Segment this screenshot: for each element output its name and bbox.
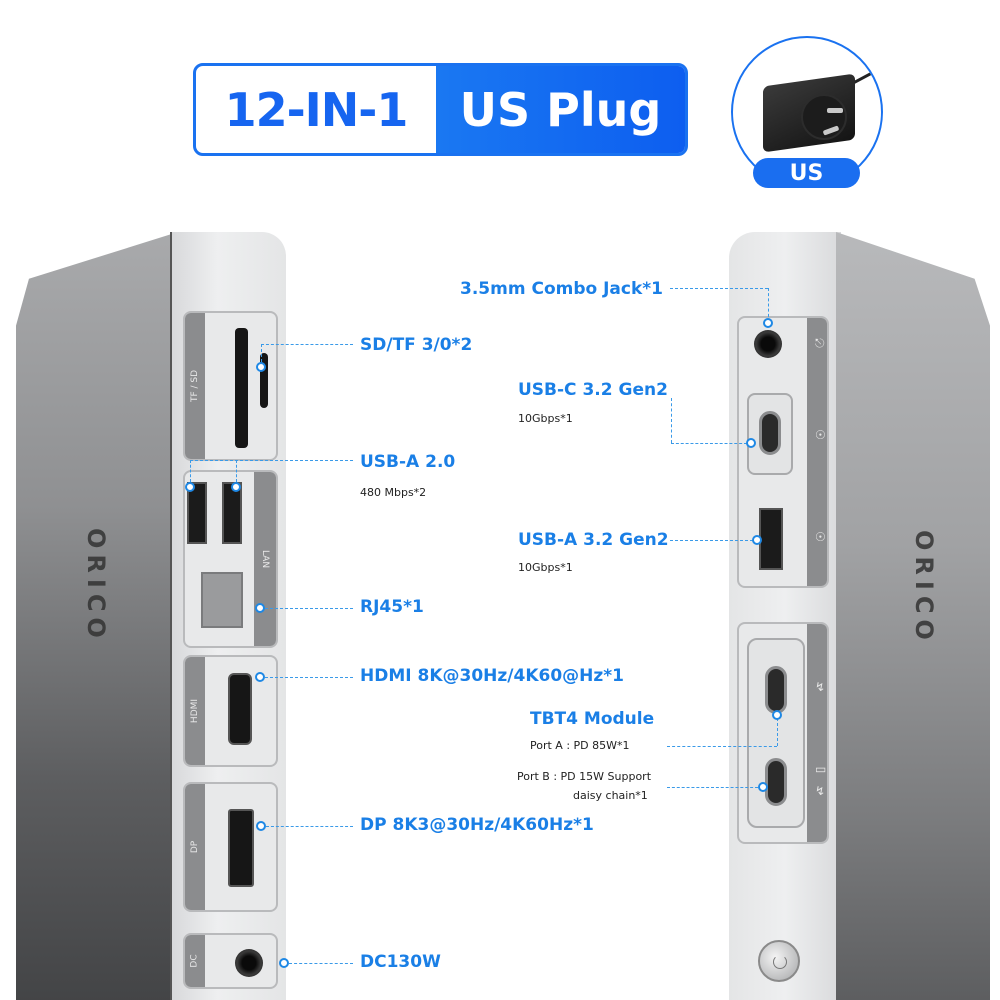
hdmi-label: HDMI 8K@30Hz/4K60@Hz*1 xyxy=(360,666,624,686)
callout-dot xyxy=(231,482,241,492)
callout-dot xyxy=(752,535,762,545)
callout-line xyxy=(261,344,262,362)
headset-icon: ⎋ xyxy=(815,336,825,350)
callout-line xyxy=(190,460,191,482)
usb-a-2-label: USB-A 2.0 xyxy=(360,452,456,472)
callout-dot xyxy=(758,782,768,792)
tbt4-module-label: TBT4 Module xyxy=(530,709,655,729)
dc-label: DC130W xyxy=(360,952,441,972)
usb-a-2-speed: 480 Mbps*2 xyxy=(360,486,427,499)
header-badge: 12-IN-1 US Plug xyxy=(193,63,688,156)
tf-slot xyxy=(260,353,268,408)
callout-dot xyxy=(185,482,195,492)
usb-a-2-port-1 xyxy=(187,482,207,544)
usb-c-3-2-label: USB-C 3.2 Gen2 xyxy=(518,380,668,400)
tbt4-port-a-label: Port A : PD 85W*1 xyxy=(530,739,630,752)
usb-c-3-2-port xyxy=(759,411,781,455)
rj45-label: RJ45*1 xyxy=(360,597,424,617)
combo-jack-label: 3.5mm Combo Jack*1 xyxy=(460,279,663,299)
power-button xyxy=(758,940,800,982)
adapter-prong xyxy=(827,108,843,113)
sd-tf-label: SD/TF 3/0*2 xyxy=(360,335,473,355)
callout-line xyxy=(671,443,747,444)
callout-line xyxy=(670,288,768,289)
callout-line xyxy=(265,608,353,609)
dc-panel-label: DC xyxy=(190,954,200,968)
sd-card-panel: TF / SD xyxy=(183,311,278,461)
badge-plug-type: US Plug xyxy=(436,66,685,153)
usb-a-3-2-port xyxy=(759,508,783,570)
sd-panel-label: TF / SD xyxy=(190,369,201,403)
tbt4-recess xyxy=(747,638,805,828)
dp-panel: DP xyxy=(183,782,278,912)
callout-line xyxy=(777,718,778,746)
dc-panel: DC xyxy=(183,933,278,989)
callout-dot xyxy=(772,710,782,720)
tbt4-port-b xyxy=(765,758,787,806)
displayport-port xyxy=(228,809,254,887)
callout-line xyxy=(671,398,672,443)
hdmi-port xyxy=(228,673,252,745)
callout-dot xyxy=(256,821,266,831)
usb-a-2-port-2 xyxy=(222,482,242,544)
sd-slot xyxy=(235,328,248,448)
tbt4-port-a xyxy=(765,666,787,714)
usb-a-3-2-label: USB-A 3.2 Gen2 xyxy=(518,530,669,550)
tbt4-port-b-label-line1: Port B : PD 15W Support xyxy=(517,770,652,783)
orico-logo-left: ORICO xyxy=(82,528,110,644)
display-icon: ▭ xyxy=(815,762,827,776)
callout-line xyxy=(266,826,353,827)
callout-line xyxy=(667,746,777,747)
callout-line xyxy=(190,460,353,461)
callout-line xyxy=(289,963,353,964)
usb-c-3-2-speed: 10Gbps*1 xyxy=(518,412,573,425)
callout-line xyxy=(261,344,353,345)
hdmi-panel-label: HDMI xyxy=(190,698,200,724)
dc-jack xyxy=(235,949,263,977)
hdmi-panel: HDMI xyxy=(183,655,278,767)
usb-10gbps-icon: ☉ xyxy=(815,428,826,442)
thunderbolt-icon: ↯ xyxy=(815,680,826,694)
callout-dot xyxy=(256,362,266,372)
audio-usb-panel: ⎋ ☉ ☉ xyxy=(737,316,829,588)
audio-jack xyxy=(754,330,782,358)
callout-line xyxy=(670,540,753,541)
thunderbolt-icon: ↯ xyxy=(815,784,826,798)
lan-panel-label: LAN xyxy=(260,549,270,569)
orico-logo-right: ORICO xyxy=(910,530,938,646)
usb-c-recess xyxy=(747,393,793,475)
callout-dot xyxy=(279,958,289,968)
callout-line xyxy=(265,677,353,678)
tbt4-module-panel: ↯ ▭ ↯ xyxy=(737,622,829,844)
dp-label: DP 8K3@30Hz/4K60Hz*1 xyxy=(360,815,594,835)
adapter-cable xyxy=(852,62,881,85)
usb-lan-panel: LAN xyxy=(183,470,278,648)
callout-dot xyxy=(746,438,756,448)
callout-line xyxy=(667,787,758,788)
callout-dot xyxy=(255,603,265,613)
dp-panel-label: DP xyxy=(189,840,200,854)
usb-a-3-2-speed: 10Gbps*1 xyxy=(518,561,573,574)
callout-line xyxy=(768,288,769,322)
rj45-port xyxy=(201,572,243,628)
usb-10gbps-icon: ☉ xyxy=(815,530,826,544)
plug-region-tag: US xyxy=(753,158,860,188)
callout-line xyxy=(236,460,237,482)
callout-dot xyxy=(255,672,265,682)
left-device-side xyxy=(16,232,178,1000)
badge-port-count: 12-IN-1 xyxy=(224,82,409,137)
right-device-side xyxy=(836,232,990,1000)
callout-dot xyxy=(763,318,773,328)
tbt4-port-b-label-line2: daisy chain*1 xyxy=(573,789,648,802)
